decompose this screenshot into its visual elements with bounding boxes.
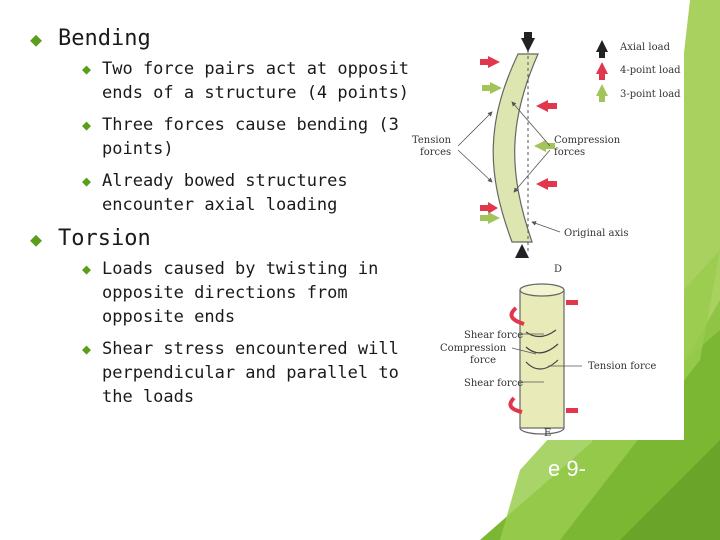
bent-beam [457, 32, 561, 258]
three-point-arrow-icon [534, 140, 546, 152]
legend-four-point: 4-point load [620, 65, 681, 76]
panel-letter-d: D [554, 264, 562, 275]
bullet-label: Torsion [58, 226, 151, 251]
diamond-bullet-icon: ◆ [82, 260, 92, 278]
four-point-arrow-icon [488, 202, 498, 214]
diamond-bullet-icon: ◆ [30, 27, 43, 51]
sub-bullet: ◆ Loads caused by twisting in opposite d… [30, 257, 430, 329]
four-point-arrow-icon [596, 62, 608, 74]
compression-label: Compression [554, 135, 621, 146]
sub-bullet: ◆ Two force pairs act at opposite ends o… [30, 57, 430, 105]
original-axis-label: Original axis [564, 228, 629, 239]
tension-force-label: Tension force [588, 361, 656, 372]
sub-bullet-text: Shear stress encountered will be perpend… [102, 339, 430, 407]
legend: Axial load 4-point load 3-point load [596, 40, 681, 102]
compression-label-2: forces [554, 147, 585, 158]
slide-number: e 9- [548, 456, 586, 481]
tension-label-2: forces [420, 147, 451, 158]
four-point-arrow-icon [488, 56, 500, 68]
sub-bullet-text: Already bowed structures encounter axial… [102, 171, 348, 215]
sub-bullet: ◆ Three forces cause bending (3 points) [30, 113, 430, 161]
diamond-bullet-icon: ◆ [82, 172, 92, 190]
tension-label: Tension [412, 135, 452, 146]
three-point-arrow-icon [488, 212, 500, 224]
bullet-bending: ◆ Bending [30, 25, 430, 53]
panel-letter-e: E [544, 428, 551, 439]
axial-top-arrow-icon [521, 38, 535, 52]
bullet-torsion: ◆ Torsion [30, 225, 430, 253]
four-point-arrow-icon [536, 178, 548, 190]
diamond-bullet-icon: ◆ [82, 60, 92, 78]
sub-bullet-text: Loads caused by twisting in opposite dir… [102, 259, 379, 327]
axial-bottom-arrow-icon [515, 244, 529, 258]
sub-bullet: ◆ Already bowed structures encounter axi… [30, 169, 430, 217]
shear-force-bottom-label: Shear force [464, 378, 523, 389]
sub-bullet: ◆ Shear stress encountered will be perpe… [30, 337, 430, 409]
twist-arrow-icon [508, 396, 523, 414]
diamond-bullet-icon: ◆ [30, 227, 43, 251]
legend-axial: Axial load [619, 42, 671, 53]
diamond-bullet-icon: ◆ [82, 116, 92, 134]
axial-load-arrow-icon [596, 40, 608, 52]
figure-svg: Axial load 4-point load 3-point load [412, 32, 681, 439]
four-point-arrow-icon [536, 100, 548, 112]
diamond-bullet-icon: ◆ [82, 340, 92, 358]
bullet-label: Bending [58, 26, 151, 51]
loading-figure: Axial load 4-point load 3-point load [408, 32, 684, 440]
shear-force-top-label: Shear force [464, 330, 523, 341]
three-point-arrow-icon [490, 82, 502, 94]
legend-three-point: 3-point load [620, 89, 681, 100]
sub-bullet-text: Two force pairs act at opposite ends of … [102, 59, 420, 103]
torsion-cylinder [508, 283, 582, 435]
twist-arrow-icon [509, 306, 525, 326]
bullet-list: ◆ Bending ◆ Two force pairs act at oppos… [30, 25, 430, 417]
sub-bullet-text: Three forces cause bending (3 points) [102, 115, 399, 159]
compression-force-label-2: force [470, 355, 496, 366]
three-point-arrow-icon [596, 84, 608, 96]
compression-force-label: Compression [440, 343, 507, 354]
